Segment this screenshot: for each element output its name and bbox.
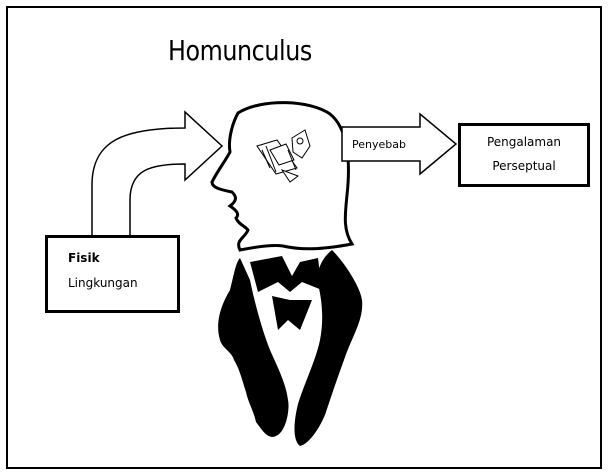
perceptual-experience-box: Pengalaman Perseptual [458, 123, 590, 187]
physical-environment-box: Fisik Lingkungan [45, 235, 180, 313]
physical-environment-line2: Lingkungan [68, 276, 138, 290]
perceptual-experience-line1: Pengalaman [461, 135, 587, 149]
body-silhouette [218, 250, 362, 446]
perceptual-experience-line2: Perseptual [461, 159, 587, 173]
physical-environment-line1: Fisik [68, 251, 100, 265]
input-arrow [92, 112, 222, 236]
cause-arrow-label: Penyebab [352, 138, 406, 151]
head-outline [212, 103, 352, 250]
